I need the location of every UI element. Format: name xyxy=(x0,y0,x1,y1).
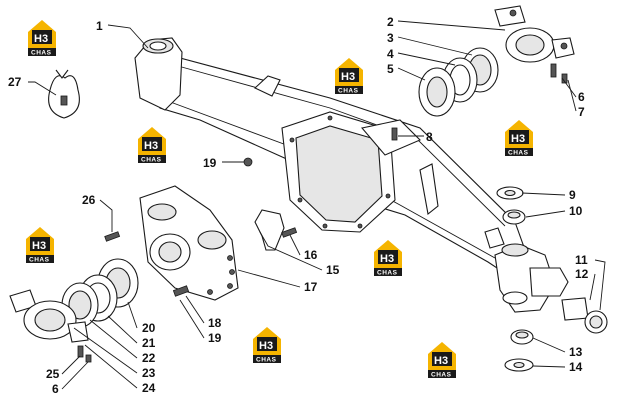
bolt-26 xyxy=(104,231,121,242)
callout-27: 27 xyxy=(8,75,22,89)
watermark-logo: H3 CHAS xyxy=(28,20,56,57)
watermark-logo: H3 CHAS xyxy=(335,58,363,95)
callout-17: 17 xyxy=(304,280,318,294)
watermark-logo: H3 CHAS xyxy=(374,240,402,277)
watermark-logos: H3 CHAS H3 CHAS H3 CHAS H3 CHAS xyxy=(26,20,533,379)
callout-3: 3 xyxy=(387,31,394,45)
bolt-18 xyxy=(172,285,190,297)
axle-housing xyxy=(134,37,569,313)
svg-text:H3: H3 xyxy=(144,140,158,152)
svg-text:H3: H3 xyxy=(32,240,46,252)
right-trunnion-assembly xyxy=(418,5,575,117)
callout-15: 15 xyxy=(326,263,340,277)
watermark-logo: H3 CHAS xyxy=(253,327,281,364)
callout-21: 21 xyxy=(142,336,156,350)
callout-8: 8 xyxy=(426,130,433,144)
callout-4: 4 xyxy=(387,47,394,61)
callout-11: 11 xyxy=(575,253,588,267)
svg-text:H3: H3 xyxy=(380,253,394,265)
callout-9: 9 xyxy=(569,188,576,202)
svg-text:H3: H3 xyxy=(341,71,355,83)
saddle-clamp xyxy=(254,209,285,251)
callout-7: 7 xyxy=(578,105,585,119)
svg-text:CHAS: CHAS xyxy=(256,357,277,364)
bolt-8 xyxy=(391,127,398,141)
svg-text:H3: H3 xyxy=(511,133,525,145)
svg-text:CHAS: CHAS xyxy=(29,257,50,264)
leader-lines xyxy=(28,20,606,390)
left-cap xyxy=(9,289,92,363)
svg-text:H3: H3 xyxy=(434,355,448,367)
callout-18: 18 xyxy=(208,316,222,330)
svg-text:CHAS: CHAS xyxy=(338,88,359,95)
callout-6-lower: 6 xyxy=(52,382,59,396)
callout-23: 23 xyxy=(142,366,156,380)
callout-19-lower: 19 xyxy=(208,331,222,345)
watermark-logo: H3 CHAS xyxy=(428,342,456,379)
callout-26: 26 xyxy=(82,193,96,207)
bolt-16 xyxy=(281,227,298,238)
callout-13: 13 xyxy=(569,345,583,359)
grease-bag-icon xyxy=(48,69,80,119)
watermark-logo: H3 CHAS xyxy=(138,127,166,164)
svg-text:CHAS: CHAS xyxy=(141,157,162,164)
flange-assembly xyxy=(139,185,239,301)
callout-1: 1 xyxy=(96,19,103,33)
callout-5: 5 xyxy=(387,62,394,76)
callout-20: 20 xyxy=(142,321,156,335)
callout-25: 25 xyxy=(46,367,60,381)
callout-2: 2 xyxy=(387,15,394,29)
callout-6: 6 xyxy=(578,90,585,104)
callout-24: 24 xyxy=(142,381,156,395)
right-washers xyxy=(496,186,534,372)
svg-text:CHAS: CHAS xyxy=(31,50,52,57)
watermark-logo: H3 CHAS xyxy=(26,227,54,264)
callout-10: 10 xyxy=(569,204,583,218)
pin-bushing xyxy=(561,297,608,334)
svg-text:CHAS: CHAS xyxy=(377,270,398,277)
svg-text:CHAS: CHAS xyxy=(508,150,529,157)
callout-16: 16 xyxy=(304,248,318,262)
callout-22: 22 xyxy=(142,351,156,365)
watermark-logo: H3 CHAS xyxy=(505,120,533,157)
callout-14: 14 xyxy=(569,360,583,374)
callout-labels: 1 2 3 4 5 6 7 8 9 10 11 12 13 14 15 16 1… xyxy=(8,15,589,396)
callout-12: 12 xyxy=(575,267,589,281)
svg-text:H3: H3 xyxy=(34,33,48,45)
svg-text:H3: H3 xyxy=(259,340,273,352)
callout-19-upper: 19 xyxy=(203,156,217,170)
svg-text:CHAS: CHAS xyxy=(431,372,452,379)
